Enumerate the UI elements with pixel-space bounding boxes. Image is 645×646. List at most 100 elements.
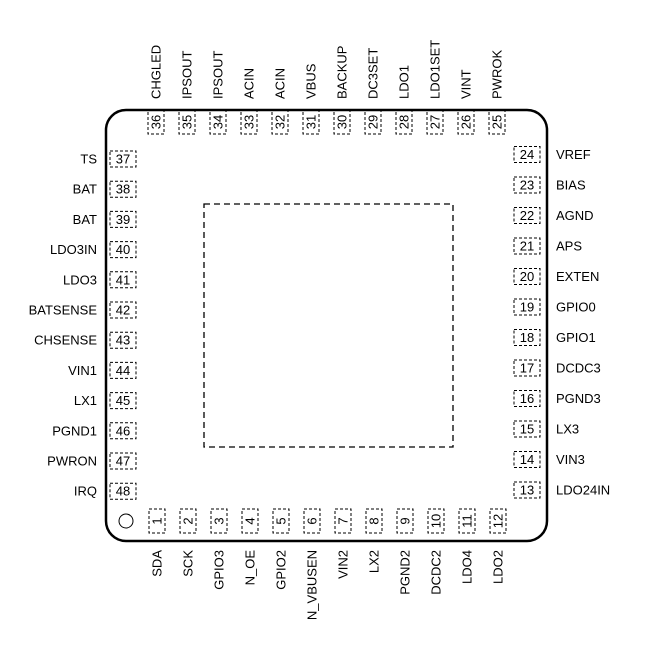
pin-label: BACKUP bbox=[335, 46, 350, 99]
pin-pad bbox=[109, 331, 137, 349]
pin-label: BIAS bbox=[556, 178, 586, 193]
pin-number: 14 bbox=[520, 452, 534, 467]
pin-label: PWROK bbox=[490, 50, 505, 99]
pin-pad bbox=[396, 508, 414, 534]
pin-label: N_OE bbox=[243, 550, 258, 586]
pin-pad bbox=[272, 508, 290, 534]
pin-number: 35 bbox=[180, 115, 195, 129]
pin-label: BATSENSE bbox=[29, 303, 98, 318]
pins-left-group: 37TS38BAT39BAT40LDO3IN41LDO342BATSENSE43… bbox=[29, 150, 137, 500]
pin-pad bbox=[513, 390, 541, 407]
pin-pad bbox=[302, 109, 320, 135]
pin-label: DCDC3 bbox=[556, 361, 601, 376]
pin-label: LDO3 bbox=[63, 272, 97, 287]
pin-label: LDO3IN bbox=[50, 242, 97, 257]
pin-pad bbox=[333, 109, 351, 135]
pin-number: 15 bbox=[520, 422, 534, 437]
pin-label: GPIO1 bbox=[556, 330, 596, 345]
pin-label: DCDC2 bbox=[429, 550, 444, 595]
pin-pad bbox=[147, 109, 165, 135]
pin-number: 34 bbox=[211, 115, 226, 129]
pin-number: 45 bbox=[116, 393, 130, 408]
pin-number: 7 bbox=[336, 517, 351, 524]
pin-number: 22 bbox=[520, 208, 534, 223]
pin-pad bbox=[209, 109, 227, 135]
pin-pad bbox=[109, 361, 137, 379]
pin-number: 47 bbox=[116, 454, 130, 469]
pin-pad bbox=[210, 508, 228, 534]
pin-label: LDO4 bbox=[460, 550, 475, 584]
pin-pad bbox=[395, 109, 413, 135]
pin-label: LX2 bbox=[367, 550, 382, 573]
pin-label: VINT bbox=[459, 69, 474, 99]
pin-number: 30 bbox=[335, 115, 350, 129]
pin-number: 48 bbox=[116, 484, 130, 499]
pin-number: 20 bbox=[520, 269, 534, 284]
pin-number: 9 bbox=[398, 517, 413, 524]
pin-label: CHGLED bbox=[149, 45, 164, 99]
pin-number: 26 bbox=[459, 115, 474, 129]
pin-pad bbox=[109, 210, 137, 228]
pin-pad bbox=[240, 109, 258, 135]
exposed-pad bbox=[203, 203, 454, 448]
pin-number: 12 bbox=[491, 514, 506, 528]
pin-number: 19 bbox=[520, 300, 534, 315]
pin-number: 5 bbox=[274, 517, 289, 524]
pin-number: 28 bbox=[397, 115, 412, 129]
pin-label: VREF bbox=[556, 147, 591, 162]
pin-pad bbox=[427, 508, 445, 534]
pin-number: 39 bbox=[116, 212, 130, 227]
pin-label: LDO1 bbox=[397, 65, 412, 99]
pin-label: LX3 bbox=[556, 422, 579, 437]
pin-label: GPIO0 bbox=[556, 300, 596, 315]
pin-label: VIN3 bbox=[556, 452, 585, 467]
pin-label: LX1 bbox=[74, 393, 97, 408]
pin-pad bbox=[109, 392, 137, 410]
pin-number: 4 bbox=[243, 517, 258, 524]
pin-label: BAT bbox=[73, 182, 97, 197]
pin-number: 17 bbox=[520, 361, 534, 376]
pin-pad bbox=[334, 508, 352, 534]
pin-pad bbox=[513, 329, 541, 346]
pin-label: SCK bbox=[181, 550, 196, 577]
pin-number: 6 bbox=[305, 517, 320, 524]
pin-label: PWRON bbox=[47, 454, 97, 469]
pin-pad bbox=[109, 150, 137, 168]
pin-pad bbox=[513, 359, 541, 377]
pin-pad bbox=[109, 241, 137, 259]
pin-number: 41 bbox=[116, 272, 130, 287]
pin-pad bbox=[109, 271, 137, 289]
pin-number: 24 bbox=[520, 147, 534, 162]
pin-label: LDO2 bbox=[491, 550, 506, 584]
pin-number: 21 bbox=[520, 239, 534, 254]
pin-number: 32 bbox=[273, 115, 288, 129]
pin-number: 42 bbox=[116, 303, 130, 318]
pin-pad bbox=[457, 109, 475, 135]
pin1-marker bbox=[118, 513, 134, 529]
pin-label: GPIO3 bbox=[212, 550, 227, 590]
pin-number: 10 bbox=[429, 514, 444, 528]
pin-number: 31 bbox=[304, 115, 319, 129]
pin-number: 3 bbox=[212, 517, 227, 524]
pin-pad bbox=[513, 451, 541, 468]
pin-label: IRQ bbox=[74, 484, 97, 499]
pin-label: VIN1 bbox=[68, 363, 97, 378]
pin-pad bbox=[513, 146, 541, 163]
pin-number: 18 bbox=[520, 330, 534, 345]
pin-pad bbox=[109, 422, 137, 440]
pin-number: 36 bbox=[149, 115, 164, 129]
pin-pad bbox=[109, 301, 137, 319]
pin-pad bbox=[271, 109, 289, 135]
pin-pad bbox=[513, 420, 541, 438]
pin-number: 27 bbox=[428, 115, 443, 129]
pin-pad bbox=[488, 109, 506, 135]
pin-pad bbox=[513, 237, 541, 255]
pin-label: DC3SET bbox=[366, 48, 381, 99]
pin-pad bbox=[109, 180, 137, 198]
pin-pad bbox=[109, 482, 137, 500]
pin-pad bbox=[241, 508, 259, 534]
pin-pad bbox=[489, 508, 507, 534]
pin-number: 23 bbox=[520, 178, 534, 193]
